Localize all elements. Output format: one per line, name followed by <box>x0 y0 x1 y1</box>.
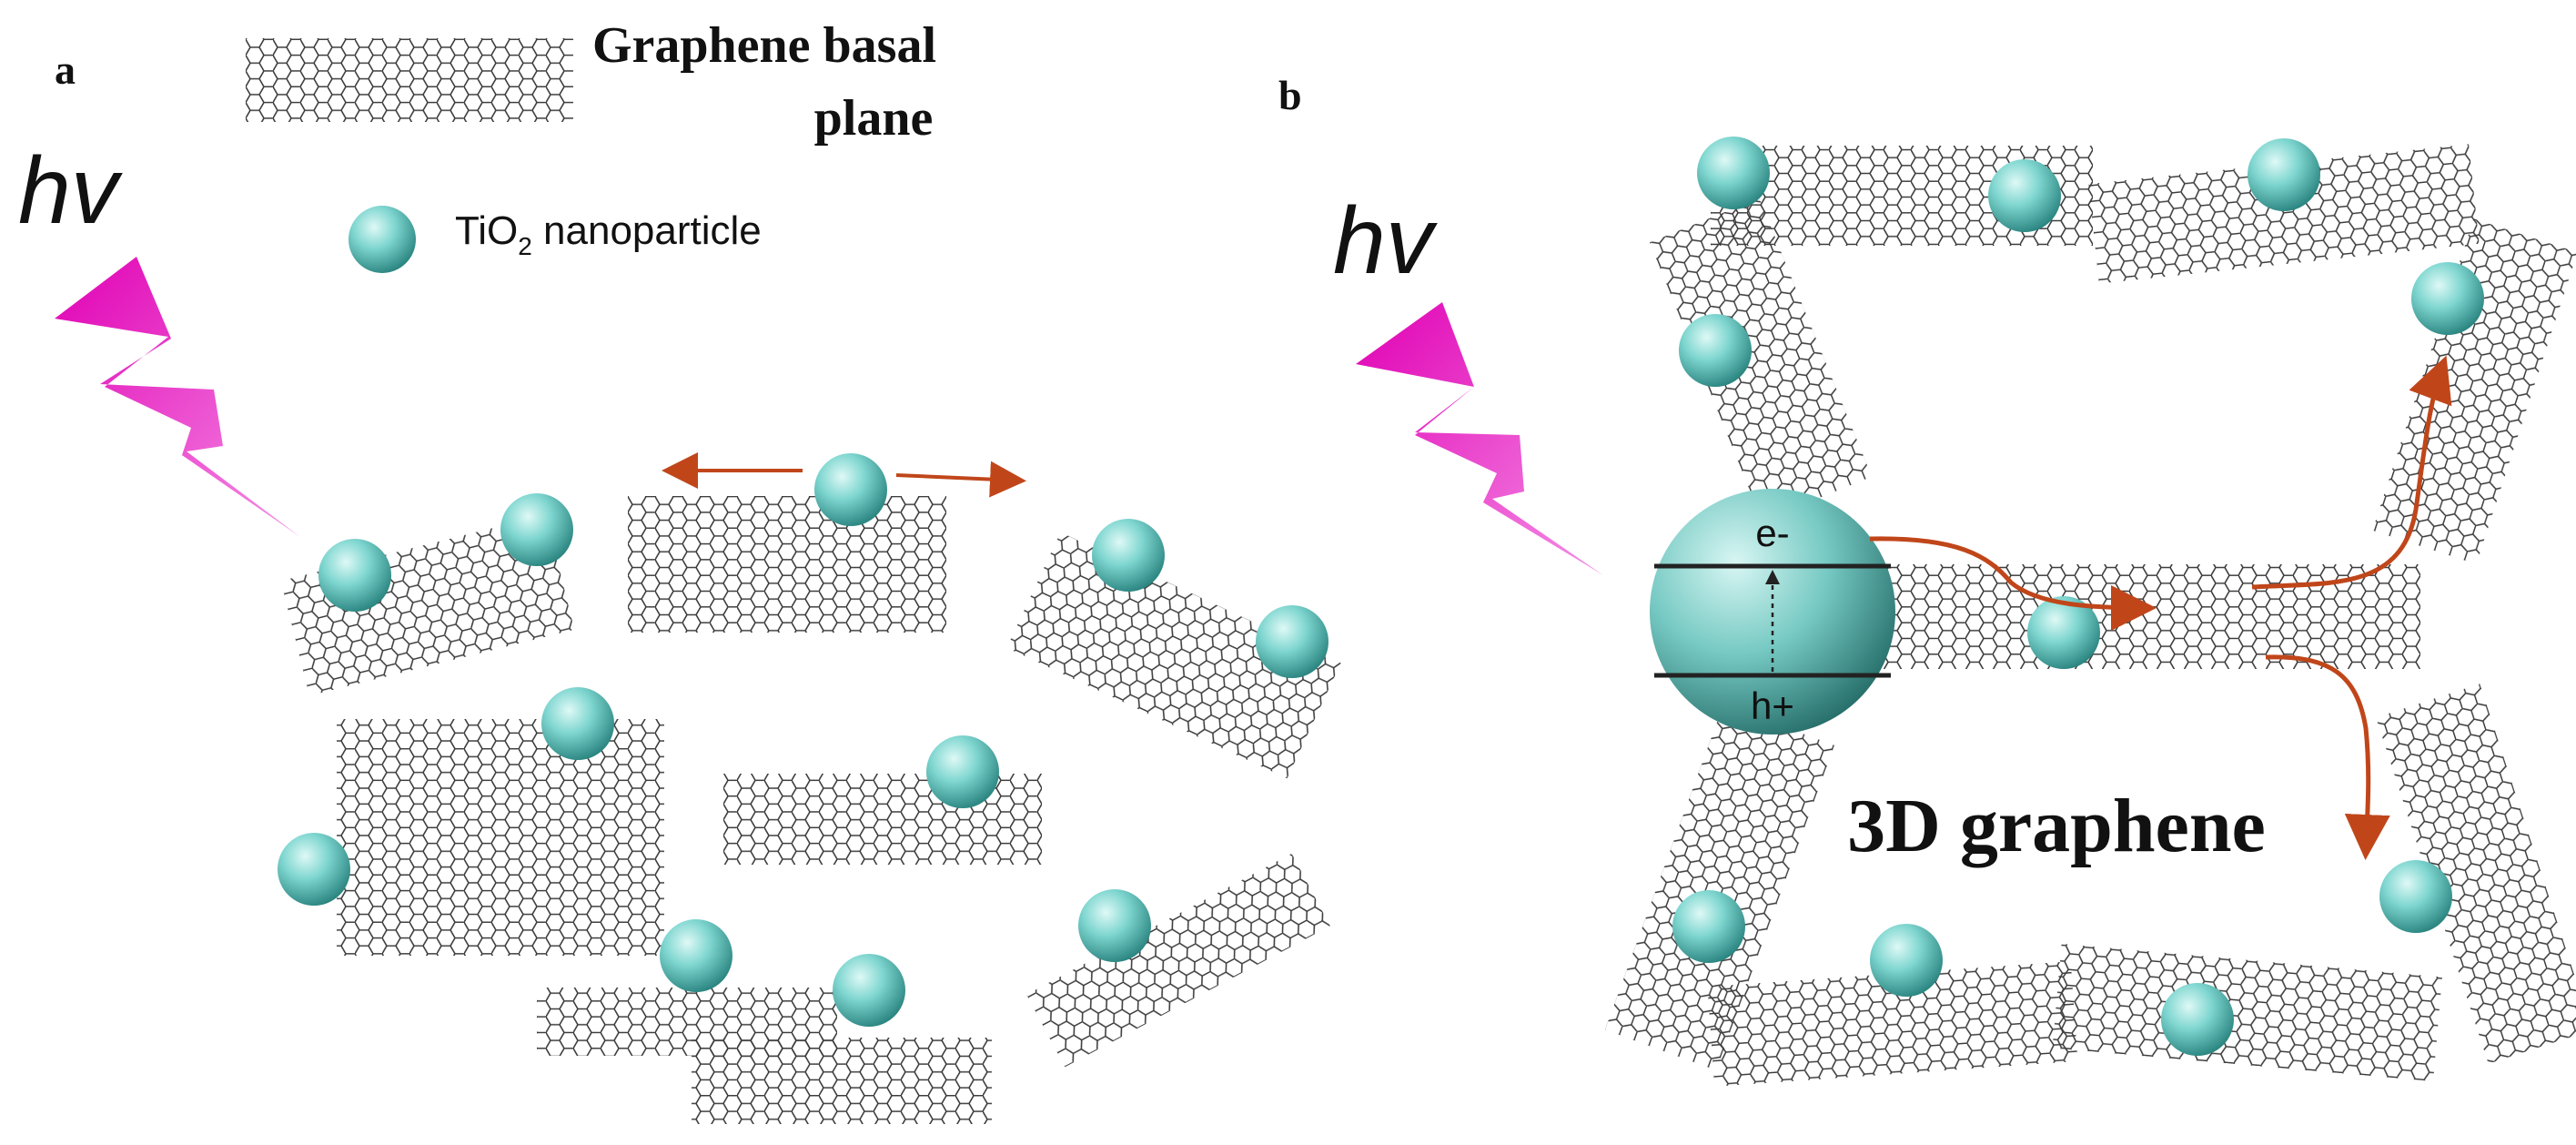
panel-b-caption: 3D graphene <box>1847 784 2266 868</box>
panel-a-graphene-cluster-6 <box>537 988 992 1124</box>
panel-a-light-symbol: hv <box>18 138 123 244</box>
3d-graphene-sheet-top-right <box>2088 144 2480 284</box>
electron-transfer-arrow-up <box>2251 355 2452 590</box>
panel-a-label: a <box>55 46 76 93</box>
panel-a-graphene-cluster-1 <box>280 514 575 696</box>
electron-label: e- <box>1755 512 1789 554</box>
legend-graphene-label-line2: plane <box>814 90 934 147</box>
tio2-particle <box>660 919 732 992</box>
tio2-particle <box>1256 605 1328 678</box>
panel-a-lightning-icon <box>55 257 300 537</box>
tio2-particle <box>318 539 391 612</box>
tio2-particle <box>1078 889 1151 962</box>
tio2-particle <box>2027 596 2100 669</box>
legend-graphene-sheet <box>246 38 573 122</box>
migration-arrow-right <box>895 461 1026 498</box>
tio2-particle <box>2161 983 2234 1056</box>
tio2-particle <box>500 493 573 566</box>
3d-graphene-sheet-right-upper <box>2372 218 2576 564</box>
tio2-particle <box>278 833 350 906</box>
legend-tio2-particle <box>349 206 416 273</box>
tio2-particle <box>926 735 999 808</box>
tio2-particle <box>1679 314 1752 387</box>
panel-b-lightning-icon <box>1356 302 1603 575</box>
tio2-particle <box>1672 890 1745 963</box>
tio2-particle <box>1988 159 2061 232</box>
panel-a-graphene-cluster-3 <box>1006 532 1341 779</box>
tio2-particle <box>1870 924 1943 997</box>
panel-a-graphene-cluster-4 <box>337 719 664 956</box>
tio2-particle <box>1092 519 1165 592</box>
3d-graphene-sheet-left-lower <box>1604 704 1835 1070</box>
tio2-particle-large: e- h+ <box>1650 489 1895 735</box>
panel-a-graphene-cluster-7 <box>1026 853 1330 1068</box>
legend-graphene-label-line1: Graphene basal <box>592 17 936 74</box>
caption-backdrop <box>1820 783 2293 883</box>
3d-graphene-sheet-left-upper <box>1649 198 1873 522</box>
tio2-particle <box>833 954 905 1027</box>
3d-graphene-sheet-bottom-left <box>1707 961 2078 1087</box>
tio2-particle <box>2411 262 2484 335</box>
3d-graphene-sheet-right-lower <box>2376 684 2576 1064</box>
3d-graphene-sheet-bottom-right <box>2052 943 2442 1082</box>
panel-a: a Graphene basal plane TiO2 nanoparticle… <box>18 17 1341 1124</box>
panel-b: b hv <box>1278 72 2576 1087</box>
electron-transfer-arrow <box>1869 536 2157 631</box>
panel-a-graphene-cluster-2 <box>628 496 946 633</box>
hole-label: h+ <box>1751 684 1794 727</box>
panel-b-label: b <box>1278 72 1302 118</box>
tio2-particle <box>814 453 887 526</box>
tio2-particle <box>1697 137 1770 209</box>
tio2-particle <box>2379 860 2452 933</box>
legend-tio2-label: TiO2 nanoparticle <box>455 208 762 260</box>
panel-b-light-symbol: hv <box>1333 188 1438 294</box>
electron-transfer-arrow-down <box>2265 654 2390 860</box>
tio2-particle <box>541 687 614 760</box>
tio2-particle <box>2248 138 2320 211</box>
